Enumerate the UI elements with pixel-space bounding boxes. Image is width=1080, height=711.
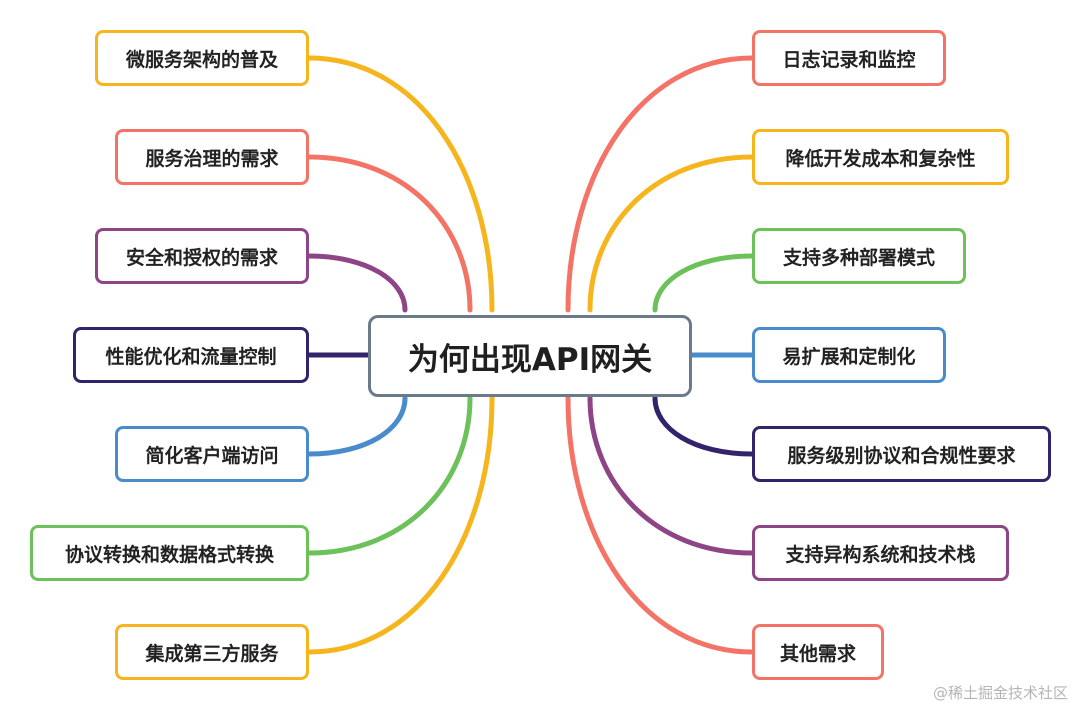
branch-left-1 (306, 55, 495, 313)
branch-left-5 (306, 395, 408, 457)
left-node-third-party[interactable]: 集成第三方服务 (115, 624, 309, 680)
left-node-protocol-conversion[interactable]: 协议转换和数据格式转换 (30, 525, 309, 581)
right-node-other[interactable]: 其他需求 (752, 624, 884, 680)
branch-right-7 (565, 395, 755, 655)
branch-left-7 (306, 395, 495, 655)
watermark: @稀土掘金技术社区 (932, 684, 1068, 702)
branch-right-5 (652, 395, 755, 457)
branch-right-6 (587, 395, 755, 556)
left-node-microservices[interactable]: 微服务架构的普及 (95, 30, 309, 86)
right-node-reduce-cost[interactable]: 降低开发成本和复杂性 (752, 129, 1009, 185)
left-node-client-access[interactable]: 简化客户端访问 (115, 426, 309, 482)
branch-right-2 (587, 154, 755, 313)
central-topic[interactable]: 为何出现API网关 (368, 315, 692, 397)
right-node-extensibility[interactable]: 易扩展和定制化 (752, 327, 946, 383)
branch-right-1 (565, 55, 755, 313)
branch-left-3 (306, 253, 408, 313)
right-node-heterogeneous[interactable]: 支持异构系统和技术栈 (752, 525, 1009, 581)
branch-right-3 (652, 253, 755, 313)
left-node-performance-traffic[interactable]: 性能优化和流量控制 (73, 327, 309, 383)
right-node-logging-monitoring[interactable]: 日志记录和监控 (752, 30, 946, 86)
branch-left-6 (306, 395, 473, 556)
left-node-security-auth[interactable]: 安全和授权的需求 (95, 228, 309, 284)
right-node-sla-compliance[interactable]: 服务级别协议和合规性要求 (752, 426, 1051, 482)
right-node-deployment-modes[interactable]: 支持多种部署模式 (752, 228, 966, 284)
branch-left-2 (306, 154, 473, 313)
left-node-service-governance[interactable]: 服务治理的需求 (115, 129, 309, 185)
